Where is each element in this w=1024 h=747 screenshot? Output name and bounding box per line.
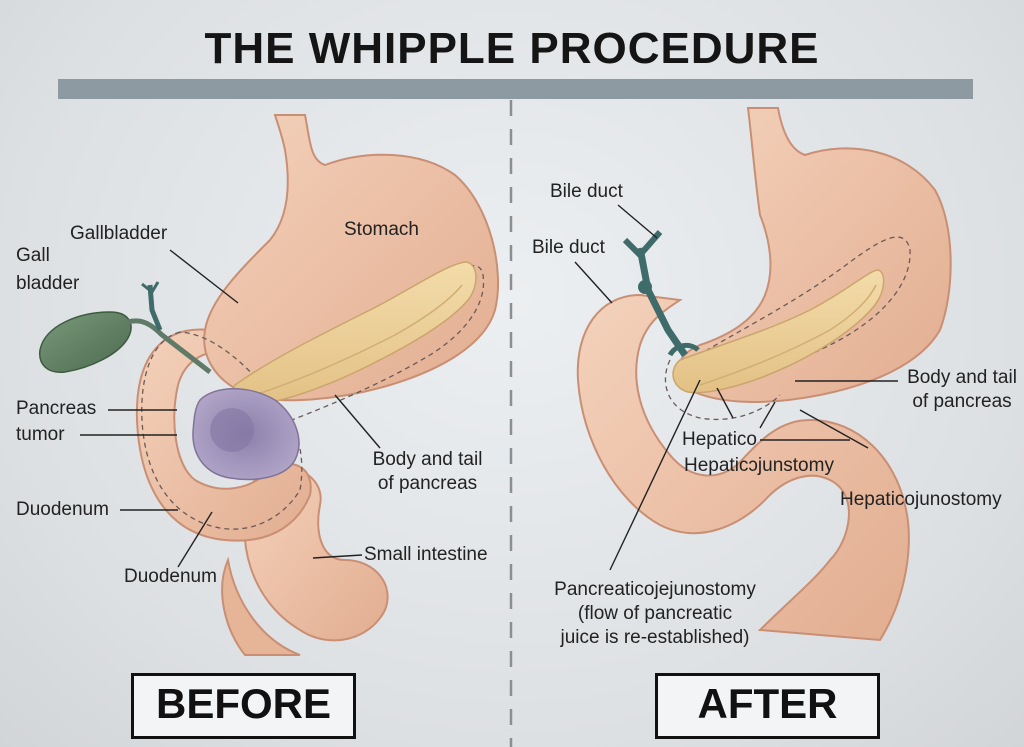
before-gallbladder [39, 311, 132, 373]
label-body-tail-after-line1: Body and tail [907, 367, 1017, 388]
label-duodenum-left: Duodenum [16, 499, 109, 520]
label-pj-line1: Pancreaticojejunostomy [554, 579, 756, 600]
label-hepatico-junstomy: Hepaticɔjunstomy [684, 455, 834, 476]
label-bladder: bladder [16, 273, 80, 294]
label-hepatico: Hepatico [682, 429, 757, 450]
before-illustration [39, 114, 499, 656]
label-bile-duct-top: Bile duct [550, 181, 623, 202]
after-pancreas [672, 269, 885, 394]
label-small-intestine: Small intestine [364, 544, 488, 565]
label-pancreaticojejunostomy: Pancreaticojejunostomy (flow of pancreat… [540, 578, 770, 650]
after-bile-duct [636, 247, 688, 357]
label-body-tail-before-line2: of pancreas [377, 473, 478, 494]
label-stomach: Stomach [344, 219, 419, 240]
after-leader-lines [574, 204, 898, 571]
label-pj-line2: (flow of pancreatic [577, 603, 733, 624]
label-hepaticojunostomy: Hepaticojunostomy [840, 489, 1002, 510]
label-body-tail-before-line1: Body and tail [372, 449, 483, 470]
label-gall: Gall [16, 245, 50, 266]
before-leader-lines [80, 249, 381, 568]
after-illustration [576, 107, 952, 642]
label-body-tail-before: Body and tail of pancreas [360, 448, 495, 496]
before-box: BEFORE [131, 673, 356, 739]
before-duodenum [135, 328, 312, 542]
after-box: AFTER [655, 673, 880, 739]
label-bile-duct: Bile duct [532, 237, 605, 258]
label-duodenum-bottom: Duodenum [124, 566, 217, 587]
page-title: THE WHIPPLE PROCEDURE [204, 24, 820, 73]
label-pancreas: Pancreas [16, 398, 97, 419]
label-gallbladder: Gallbladder [70, 223, 168, 244]
title-bar [58, 79, 973, 99]
label-pj-line3: juice is re-established) [560, 627, 750, 648]
label-tumor: tumor [16, 424, 65, 445]
label-body-tail-after-line2: of pancreas [912, 391, 1012, 412]
label-body-tail-after: Body and tail of pancreas [900, 366, 1024, 414]
